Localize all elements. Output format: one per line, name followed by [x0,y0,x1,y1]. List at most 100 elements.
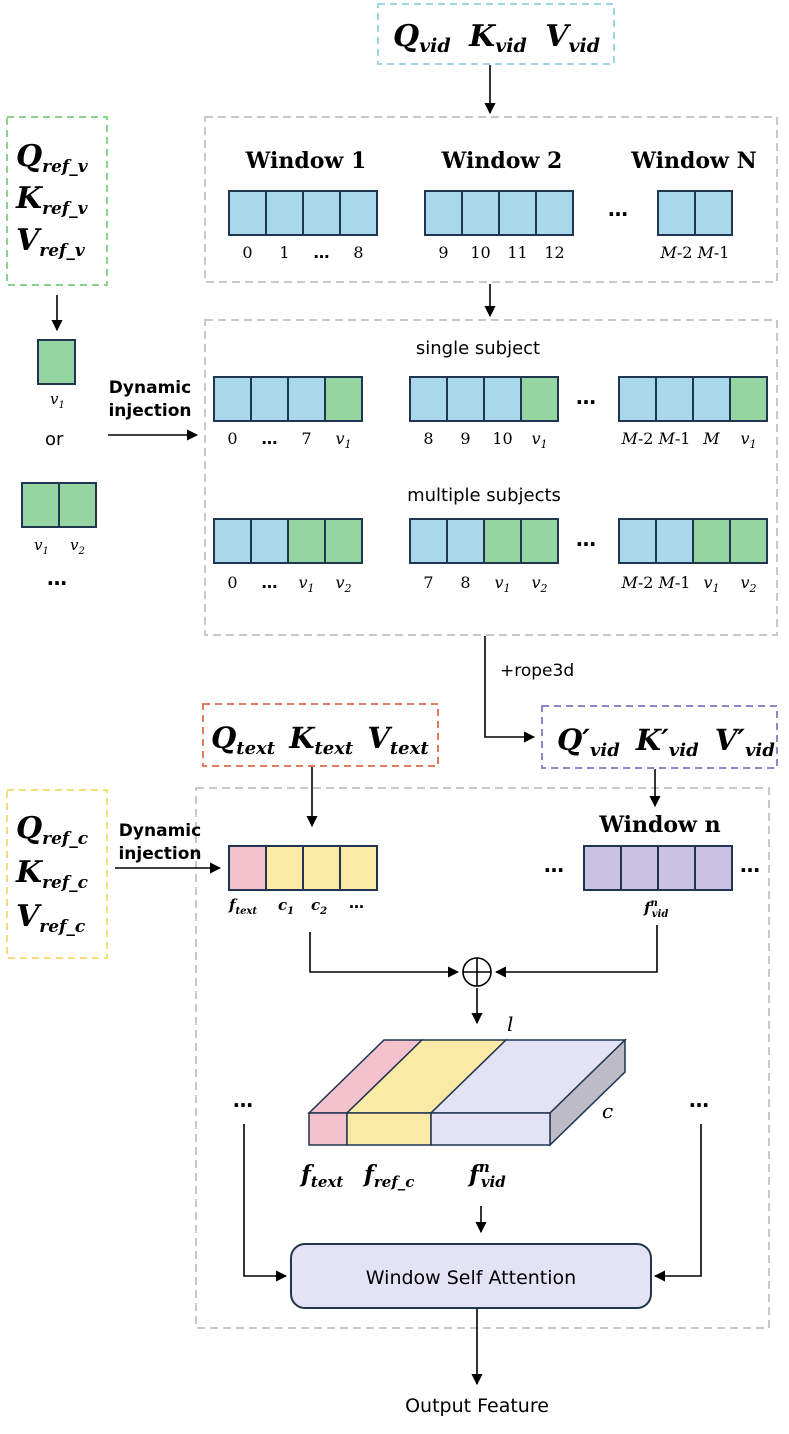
window-1-token-1 [265,190,304,236]
single-row-0-label-1: … [262,429,278,448]
window-2-label-0: 9 [438,243,448,262]
single-row-2-label-2: M [702,429,720,448]
multi-row-0-label-3: v2 [335,573,351,595]
arrow-text-to-concat [309,932,460,978]
window-n-label-0: M-2 [660,243,693,262]
feature-block-front-yellow [346,1112,432,1146]
ref-v-single-token-label: v1 [50,390,65,411]
ref-c-q-label: Qref_c [16,811,89,849]
windows-ellipsis: … [608,197,628,221]
rope3d-label: +rope3d [500,661,574,681]
multiple-subjects-title: multiple subjects [407,485,561,506]
multi-row-1-token-1 [446,518,485,564]
multi-row-2-token-1 [655,518,694,564]
vid-qkv-box [377,3,615,65]
window-n-title: Window N [630,148,756,174]
single-row-2-label-1: M-1 [658,429,691,448]
multi-row-2-label-2: v1 [703,573,719,595]
window-2-label-3: 12 [544,243,564,262]
single-row-0-token-3 [324,376,363,422]
window-2-token-1 [461,190,500,236]
text-qkv-label: Qtext Ktext Vtext [211,721,429,761]
single-subject-title: single subject [416,338,540,359]
window-n-small-title: Window n [598,812,720,838]
right-side-ellipsis: … [689,1088,709,1112]
single-ellipsis: … [576,385,596,409]
window-1-label-2: … [314,243,330,262]
feature-block [307,1038,627,1147]
c2-token-label: c2 [311,896,327,917]
window-n-token-0 [657,190,696,236]
ref-c-v-label: Vref_c [16,899,86,937]
window-2-token-0 [424,190,463,236]
ref-c-qkv-box [6,789,108,959]
feature-block-front-purple [430,1112,551,1146]
window-2-token-2 [498,190,537,236]
single-row-1-label-2: 10 [492,429,512,448]
c1-token [265,845,304,891]
f-text-token [228,845,267,891]
window-1-token-2 [302,190,341,236]
or-label: or [45,429,64,450]
window-n-token-3 [657,845,696,891]
window-1-label-0: 0 [242,243,252,262]
ref-v-more-ellipsis: … [47,566,67,590]
single-row-1-token-0 [409,376,448,422]
ref-v-pair-token-2 [58,482,97,528]
ref-c-k-label: Kref_c [15,855,89,893]
window-n-token-2 [620,845,659,891]
multi-row-1-label-3: v2 [531,573,547,595]
multi-row-1-token-2 [483,518,522,564]
arrow-rope3d [484,636,536,743]
window-1-label-1: 1 [279,243,289,262]
multi-row-1-label-0: 7 [423,573,433,592]
ref-v-v-label: Vref_v [16,223,86,261]
single-row-1-token-2 [483,376,522,422]
window-n-right-ellipsis: … [740,853,760,877]
attention-panel [195,787,770,1329]
window-1-token-0 [228,190,267,236]
vid-prime-qkv-box [541,705,778,769]
single-row-0-token-1 [250,376,289,422]
arrow-vid-to-concat [494,925,658,978]
single-row-0-label-0: 0 [227,429,237,448]
single-row-1-label-3: v1 [531,429,547,451]
window-self-attention-label: Window Self Attention [366,1267,576,1289]
c2-token [302,845,341,891]
single-row-2-label-3: v1 [740,429,756,451]
window-n-left-ellipsis: … [544,853,564,877]
f-text-token-label: ftext [228,896,257,917]
single-row-2-token-3 [729,376,768,422]
single-row-1-token-3 [520,376,559,422]
single-row-0-label-2: 7 [301,429,311,448]
f-text-label: ftext [299,1161,343,1191]
text-qkv-box [202,703,439,767]
feature-block-c-label: c [602,1099,613,1123]
single-row-0-token-0 [213,376,252,422]
multi-row-2-token-3 [729,518,768,564]
multi-row-2-label-0: M-2 [621,573,654,592]
window-n-token-4 [694,845,733,891]
ref-v-pair-label-2: v2 [70,536,85,557]
c-more-label: … [349,894,364,912]
f-ref-c-label: fref_c [362,1161,414,1191]
single-row-1-token-1 [446,376,485,422]
single-row-2-token-1 [655,376,694,422]
multi-row-1-token-0 [409,518,448,564]
window-1-label-3: 8 [353,243,363,262]
multi-row-0-token-3 [324,518,363,564]
ref-v-qkv-box [6,116,108,286]
multi-row-0-token-0 [213,518,252,564]
arrow-right-to-attention [653,1124,702,1282]
ref-v-q-label: Qref_v [16,139,89,177]
vid-prime-qkv-label: Q′vid K′vid V′vid [557,723,775,763]
window-1-token-3 [339,190,378,236]
